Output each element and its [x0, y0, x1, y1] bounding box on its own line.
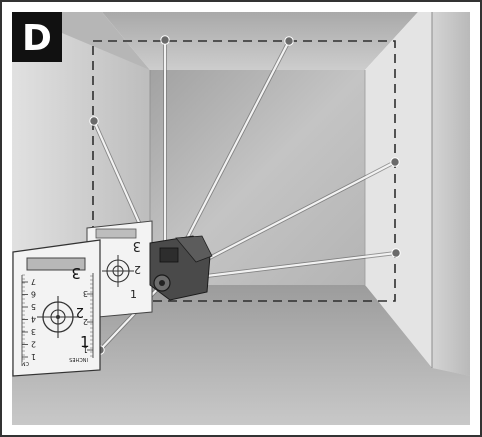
target-back-number: 3	[133, 238, 141, 253]
target-front-number: 3	[71, 264, 81, 282]
projected-frame	[92, 40, 396, 302]
scale-label: 2	[83, 317, 88, 326]
back-wall	[150, 70, 365, 285]
right-wall-face	[365, 12, 432, 368]
panel-badge-box	[12, 12, 62, 62]
target-front-scale-left-ticks: 1 2 3 4 5 6 7	[22, 274, 36, 361]
laser-point	[390, 157, 400, 167]
scale-label: 6	[31, 290, 36, 299]
laser-point	[89, 116, 99, 126]
target-front-number: 1	[80, 333, 90, 351]
laser-point	[284, 36, 294, 46]
laser-level	[149, 235, 213, 301]
scale-label: 4	[31, 315, 36, 324]
laser-ray	[98, 279, 167, 352]
laser-point	[391, 248, 401, 258]
scale-label: 1	[83, 345, 88, 354]
target-back-number: 1	[130, 288, 137, 301]
laser-point	[160, 35, 170, 45]
scale-label: 1	[31, 352, 36, 361]
target-back-number: 2	[134, 263, 141, 276]
side-return	[432, 12, 470, 376]
target-front-window	[26, 257, 86, 271]
scale-label: 3	[31, 327, 36, 336]
laser-level-housing	[175, 235, 213, 263]
target-front-number: 2	[76, 304, 84, 319]
target-back-window	[95, 228, 137, 239]
target-front-unit-cm: CM	[21, 360, 29, 366]
panel-badge: D	[12, 12, 62, 62]
scale-label: 3	[83, 289, 88, 298]
laser-level-window	[159, 247, 179, 263]
scale-label: 5	[31, 302, 36, 311]
ceiling	[12, 12, 470, 70]
target-plate-back: 3 2 1	[86, 220, 153, 319]
target-front-unit-inches: INCHES	[69, 356, 88, 362]
scale-label: 7	[31, 277, 36, 286]
scale-label: 2	[31, 340, 36, 349]
target-front-scale-right-ticks: 1 2 3	[83, 275, 93, 357]
panel-letter: D	[22, 18, 52, 59]
laser-level-lens-core	[159, 280, 165, 286]
target-plate-front: 1 2 3 4 5 6 7 1 2 3 3 2 1 CM INCHES	[12, 239, 101, 377]
target-front-face	[12, 239, 101, 377]
